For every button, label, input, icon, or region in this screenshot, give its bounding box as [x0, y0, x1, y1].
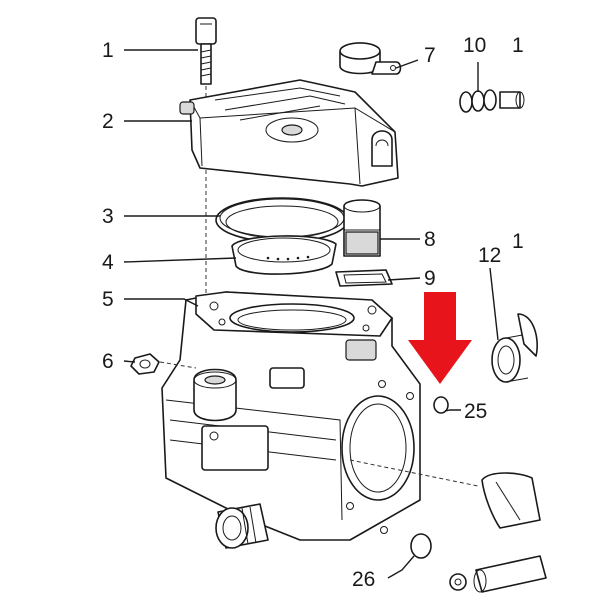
part-5-body [161, 291, 479, 549]
label-part-6: 6 [102, 350, 114, 373]
label-part-25: 25 [464, 400, 487, 423]
label-part-10: 10 [463, 34, 486, 57]
part-12-bearing [491, 313, 538, 383]
label-part-12: 12 [478, 244, 501, 267]
label-part-3: 3 [102, 205, 114, 228]
leader-lines [123, 49, 499, 579]
red-arrow [408, 292, 472, 384]
label-part-8: 8 [424, 228, 436, 251]
part-labels: 1 2 3 4 5 6 7 8 9 10 1 12 1 25 26 [102, 34, 524, 591]
part-7-cap [339, 42, 402, 75]
part-2-cover [179, 79, 399, 187]
label-part-2: 2 [102, 110, 114, 133]
label-part-1: 1 [102, 39, 114, 62]
label-part-4: 4 [102, 251, 114, 274]
o-ring-25 [433, 396, 449, 414]
part-3-gasket [215, 197, 349, 243]
label-part-5: 5 [102, 288, 114, 311]
label-part-1x-cropped: 1 [512, 34, 524, 57]
part-4-plate [231, 235, 337, 275]
part-1-bolt [195, 17, 217, 300]
part-6-nut [130, 353, 197, 375]
label-part-1y-cropped: 1 [512, 230, 524, 253]
part-9-gasket [335, 269, 393, 287]
part-10-valve-stack [459, 89, 525, 113]
label-part-9: 9 [424, 267, 436, 290]
label-part-26: 26 [352, 568, 375, 591]
right-side-parts [449, 472, 547, 593]
part-8-sleeve [343, 199, 381, 257]
o-ring-26 [410, 533, 432, 559]
label-part-7: 7 [424, 44, 436, 67]
